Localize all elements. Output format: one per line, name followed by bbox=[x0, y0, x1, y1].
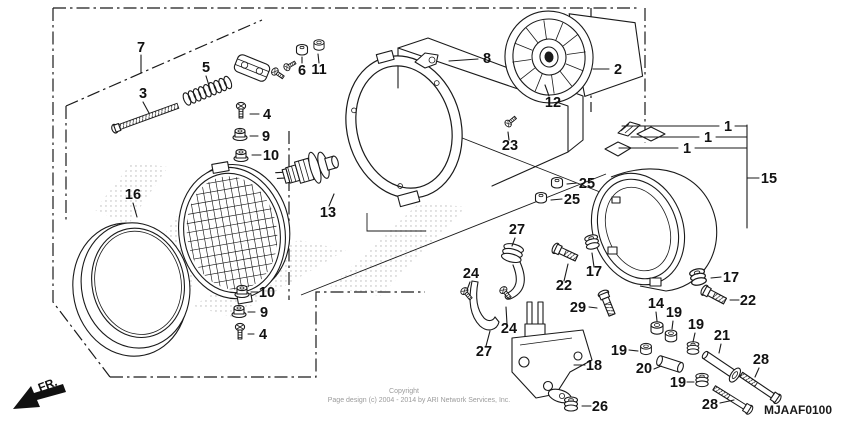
callout-18[interactable]: 18 bbox=[586, 358, 602, 374]
part-housing-box bbox=[397, 37, 584, 187]
callout-27b[interactable]: 27 bbox=[476, 344, 492, 360]
callout-24a[interactable]: 24 bbox=[463, 266, 479, 282]
part-mounting-ring bbox=[345, 50, 463, 208]
part-grommet-26 bbox=[563, 396, 579, 412]
part-clamp-bracket bbox=[233, 54, 298, 82]
part-emblem-plates bbox=[604, 121, 666, 157]
callout-25a[interactable]: 25 bbox=[579, 176, 595, 192]
part-grommet-17b bbox=[688, 266, 708, 288]
callout-2[interactable]: 2 bbox=[614, 62, 622, 78]
part-collar-21 bbox=[701, 350, 742, 383]
part-lens-unit bbox=[177, 161, 291, 305]
callout-14[interactable]: 14 bbox=[648, 296, 664, 312]
callout-20[interactable]: 20 bbox=[636, 361, 652, 377]
part-screw-4-upper bbox=[235, 101, 247, 119]
part-bulb bbox=[275, 151, 339, 184]
part-bracket-18 bbox=[511, 301, 593, 404]
callout-28b[interactable]: 28 bbox=[702, 397, 718, 413]
part-collar-19c bbox=[640, 342, 652, 356]
part-grommet-19d bbox=[695, 372, 709, 388]
callout-7[interactable]: 7 bbox=[137, 40, 145, 56]
callout-1c[interactable]: 1 bbox=[683, 141, 691, 157]
part-nut-10-upper bbox=[233, 148, 249, 163]
part-clip-8 bbox=[414, 52, 439, 69]
part-strap-27b bbox=[469, 280, 500, 331]
copyright-line1: Copyright bbox=[389, 388, 419, 395]
callout-21[interactable]: 21 bbox=[714, 328, 730, 344]
part-nut-14 bbox=[650, 321, 664, 335]
callout-10-lower[interactable]: 10 bbox=[259, 285, 275, 301]
part-collar-19a bbox=[664, 329, 678, 343]
fr-direction-arrow: FR. bbox=[13, 375, 66, 409]
part-collar-20 bbox=[656, 355, 684, 373]
callout-4-lower[interactable]: 4 bbox=[259, 327, 267, 343]
copyright-line2: Page design (c) 2004 - 2014 by ARI Netwo… bbox=[328, 397, 511, 404]
callout-13[interactable]: 13 bbox=[320, 205, 336, 221]
callout-19a[interactable]: 19 bbox=[666, 305, 682, 321]
callout-19b[interactable]: 19 bbox=[688, 317, 704, 333]
part-screw-23 bbox=[503, 114, 519, 129]
callout-26[interactable]: 26 bbox=[592, 399, 608, 415]
part-nut-9-upper bbox=[232, 127, 248, 142]
callout-23[interactable]: 23 bbox=[502, 138, 518, 154]
callout-29[interactable]: 29 bbox=[570, 300, 586, 316]
part-cap-11 bbox=[313, 39, 325, 51]
callout-5[interactable]: 5 bbox=[202, 60, 210, 76]
part-shell bbox=[590, 168, 718, 292]
part-nut-10-lower bbox=[234, 284, 250, 299]
part-strap-27a bbox=[500, 243, 525, 300]
part-screw-4-lower bbox=[234, 322, 246, 340]
callout-1a[interactable]: 1 bbox=[724, 119, 732, 135]
callout-17b[interactable]: 17 bbox=[723, 270, 739, 286]
callout-15[interactable]: 15 bbox=[761, 171, 777, 187]
part-bolt-28a bbox=[737, 369, 784, 406]
callout-labels: 7 5 3 6 11 4 9 10 8 2 12 23 16 13 10 9 4… bbox=[125, 40, 777, 415]
part-bolt-22a bbox=[550, 241, 580, 264]
part-nut-9-lower bbox=[231, 304, 247, 319]
leader-lines bbox=[132, 53, 760, 407]
part-nut-25a bbox=[550, 176, 564, 189]
part-nut-6 bbox=[295, 43, 309, 56]
callout-22b[interactable]: 22 bbox=[740, 293, 756, 309]
callout-25b[interactable]: 25 bbox=[564, 192, 580, 208]
callout-4-upper[interactable]: 4 bbox=[263, 107, 271, 123]
callout-8[interactable]: 8 bbox=[483, 51, 491, 67]
part-trim-ring bbox=[72, 222, 191, 357]
callout-6[interactable]: 6 bbox=[298, 63, 306, 79]
callout-10-upper[interactable]: 10 bbox=[263, 148, 279, 164]
callout-16[interactable]: 16 bbox=[125, 187, 141, 203]
diagram-code: MJAAF0100 bbox=[764, 403, 832, 417]
fr-arrow-icon bbox=[13, 384, 66, 409]
part-bolt-29 bbox=[596, 288, 618, 318]
part-nut-25b bbox=[534, 191, 548, 204]
callout-11[interactable]: 11 bbox=[311, 62, 326, 78]
callout-1b[interactable]: 1 bbox=[704, 130, 712, 146]
part-grommet-19b bbox=[686, 341, 700, 355]
callout-19d[interactable]: 19 bbox=[670, 375, 686, 391]
callout-12[interactable]: 12 bbox=[545, 95, 561, 111]
callout-9-upper[interactable]: 9 bbox=[262, 129, 270, 145]
part-bolt-22b bbox=[698, 283, 729, 307]
fr-label: FR. bbox=[36, 375, 59, 395]
callout-24b[interactable]: 24 bbox=[501, 321, 517, 337]
part-screw-24a bbox=[458, 285, 475, 302]
callout-28a[interactable]: 28 bbox=[753, 352, 769, 368]
axis-lines bbox=[300, 133, 607, 296]
part-adjusting-screw bbox=[111, 102, 180, 134]
callout-3[interactable]: 3 bbox=[139, 86, 147, 102]
callout-27a[interactable]: 27 bbox=[509, 222, 525, 238]
callout-19c[interactable]: 19 bbox=[611, 343, 627, 359]
callout-9-lower[interactable]: 9 bbox=[260, 305, 268, 321]
callout-22a[interactable]: 22 bbox=[556, 278, 572, 294]
part-socket-cover bbox=[504, 10, 644, 104]
part-grommet-17a bbox=[583, 233, 601, 251]
callout-17a[interactable]: 17 bbox=[586, 264, 602, 280]
